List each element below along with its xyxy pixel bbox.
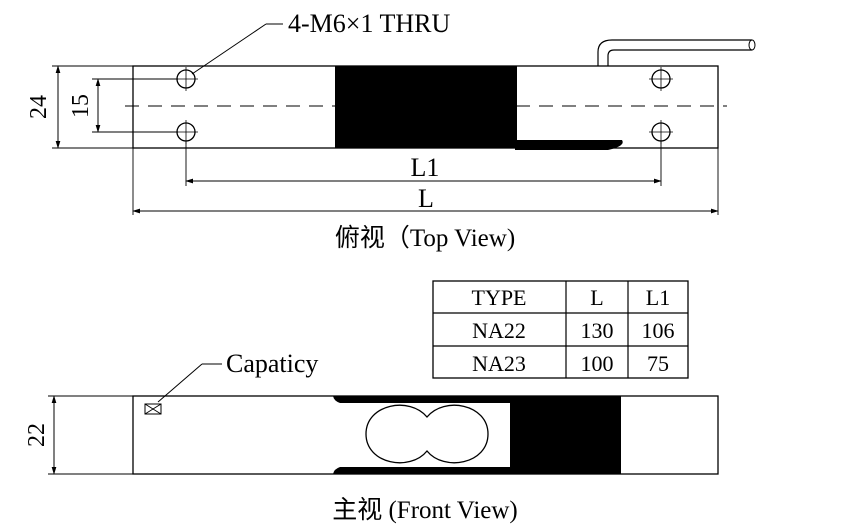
table-cell: NA22 bbox=[472, 318, 526, 343]
front-view-gauge-block bbox=[510, 396, 621, 474]
top-view: 4-M6×1 THRU 24 15 L1 L 俯视（Top View) bbox=[26, 9, 756, 252]
binocular-hole bbox=[365, 404, 489, 464]
top-view-caption: 俯视（Top View) bbox=[335, 224, 515, 252]
dim-L-label: L bbox=[418, 184, 434, 213]
table-header-type: TYPE bbox=[472, 285, 527, 310]
type-table: TYPE L L1 NA22 130 106 NA23 100 75 bbox=[432, 280, 689, 379]
dim-15-label: 15 bbox=[68, 94, 94, 118]
front-view-body bbox=[132, 395, 719, 475]
dim-22-label: 22 bbox=[24, 423, 50, 447]
cable bbox=[597, 39, 752, 66]
front-view-caption: 主视 (Front View) bbox=[332, 496, 518, 524]
dim-L1-label: L1 bbox=[411, 153, 440, 182]
front-view: Capaticy 22 主视 (Front View) bbox=[24, 349, 719, 524]
table-header-L1: L1 bbox=[646, 285, 670, 310]
capacity-leader bbox=[157, 363, 203, 403]
capacity-marker bbox=[144, 403, 162, 415]
table-cell: 106 bbox=[642, 318, 675, 343]
dim-24-label: 24 bbox=[26, 95, 52, 119]
hole-callout-leader bbox=[191, 23, 267, 75]
table-cell: NA23 bbox=[472, 351, 526, 376]
recess-bottom-strip bbox=[333, 467, 513, 474]
table-cell: 130 bbox=[581, 318, 614, 343]
top-view-gauge-block bbox=[335, 66, 517, 148]
cable-end bbox=[748, 39, 756, 51]
table-cell: 100 bbox=[581, 351, 614, 376]
mounting-hole bbox=[649, 120, 673, 144]
recess-top-strip bbox=[333, 396, 513, 403]
mounting-hole bbox=[649, 67, 673, 91]
hole-callout-label: 4-M6×1 THRU bbox=[288, 9, 450, 38]
table-cell: 75 bbox=[647, 351, 669, 376]
capacity-label: Capaticy bbox=[226, 349, 318, 378]
top-view-cable-band bbox=[515, 140, 623, 150]
table-header-L: L bbox=[590, 285, 603, 310]
